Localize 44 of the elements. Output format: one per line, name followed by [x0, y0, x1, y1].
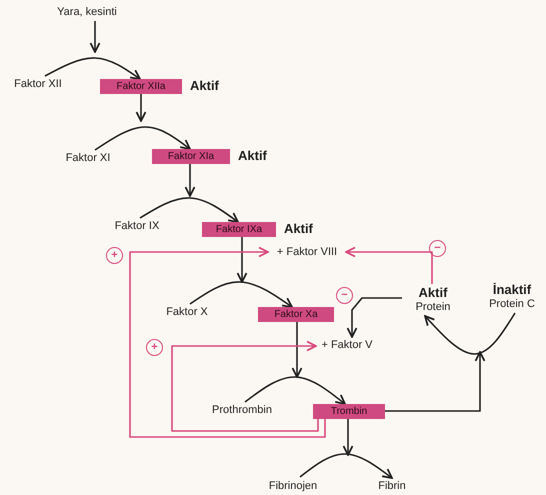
sign-circle: −	[336, 287, 353, 304]
factor-box: Trombin	[313, 404, 385, 419]
node-label: Protein	[416, 301, 450, 314]
arrow	[244, 376, 346, 405]
factor-box: Faktor XIIa	[100, 79, 182, 94]
node-label: Faktor IX	[114, 220, 160, 232]
arrow	[94, 126, 191, 151]
arrow	[345, 246, 433, 284]
factor-box: Faktor IXa	[202, 222, 276, 237]
state-label: Aktif	[284, 221, 313, 236]
arrow	[140, 197, 239, 223]
arrow	[171, 340, 319, 432]
arrow	[385, 351, 486, 412]
arrow	[90, 21, 100, 53]
arrow	[129, 246, 326, 438]
sign-circle: −	[429, 240, 446, 257]
factor-box: Faktor Xa	[258, 307, 334, 322]
arrow	[292, 322, 302, 378]
node-label: Prothrombin	[212, 404, 272, 416]
node-label: Faktor X	[166, 306, 208, 318]
sign-circle: +	[146, 339, 163, 356]
arrow	[190, 281, 293, 308]
node-label: Faktor XII	[14, 78, 62, 90]
factor-box: Faktor XIa	[152, 149, 230, 164]
arrow	[236, 237, 248, 283]
state-label: İnaktif	[492, 283, 532, 298]
state-label: Aktif	[418, 286, 448, 302]
node-label: Fibrin	[378, 480, 406, 492]
node-label: Faktor XI	[66, 152, 110, 164]
node-label: + Faktor V	[321, 338, 373, 352]
arrow	[136, 94, 146, 122]
sign-circle: +	[106, 247, 123, 264]
arrow	[424, 312, 516, 355]
arrow	[346, 297, 402, 338]
state-label: Aktif	[190, 78, 219, 93]
node-label: + Faktor VIII	[276, 246, 338, 258]
arrow	[184, 164, 196, 197]
node-label: Yara, kesinti	[57, 6, 117, 18]
arrow	[342, 419, 354, 456]
node-label: Fibrinojen	[268, 480, 318, 492]
node-label: Protein C	[489, 298, 535, 311]
arrow	[44, 57, 141, 80]
state-label: Aktif	[238, 148, 267, 163]
arrow	[300, 453, 393, 479]
